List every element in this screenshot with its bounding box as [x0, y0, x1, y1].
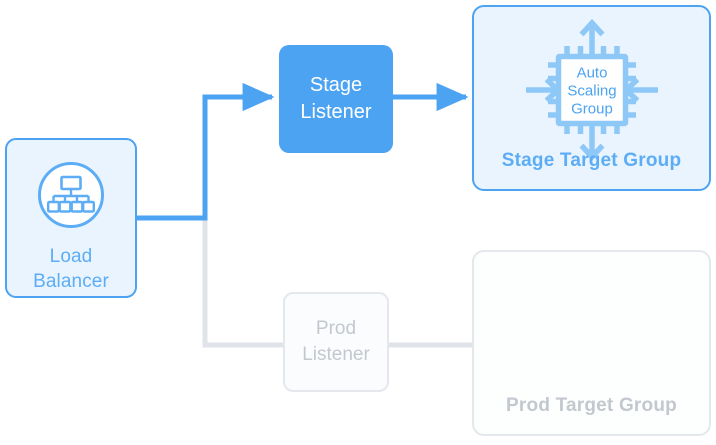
- prod-listener-label-line2: Listener: [302, 344, 370, 365]
- load-balancer-label: Load Balancer: [33, 244, 109, 294]
- node-prod-listener[interactable]: Prod Listener: [283, 292, 389, 392]
- chip-label-line3: Group: [571, 101, 613, 118]
- prod-listener-label-line1: Prod: [315, 318, 357, 339]
- chip-label-line1: Auto: [576, 65, 607, 82]
- chip-label-line2: Scaling: [567, 83, 616, 100]
- node-load-balancer[interactable]: Load Balancer: [5, 138, 137, 298]
- stage-listener-label-line2: Listener: [300, 101, 372, 123]
- prod-listener-label: Prod Listener: [302, 316, 370, 368]
- prod-target-group-label: Prod Target Group: [506, 395, 677, 416]
- load-balancer-label-line1: Load: [49, 246, 93, 267]
- load-balancer-label-line2: Balancer: [33, 271, 109, 292]
- node-stage-target-group[interactable]: Auto Scaling Group Stage Target Group: [472, 5, 711, 191]
- stage-listener-label: Stage Listener: [300, 72, 371, 126]
- stage-listener-label-line1: Stage: [309, 74, 363, 96]
- node-stage-listener[interactable]: Stage Listener: [279, 45, 393, 153]
- load-balancer-hierarchy-icon: [36, 160, 106, 230]
- connector-load-balancer-to-prod-listener: [202, 218, 283, 348]
- stage-target-group-label: Stage Target Group: [501, 150, 682, 171]
- auto-scaling-chip-icon: Auto Scaling Group: [517, 15, 667, 165]
- connector-load-balancer-to-stage-listener: [137, 82, 275, 221]
- node-prod-target-group[interactable]: Prod Target Group: [472, 250, 711, 436]
